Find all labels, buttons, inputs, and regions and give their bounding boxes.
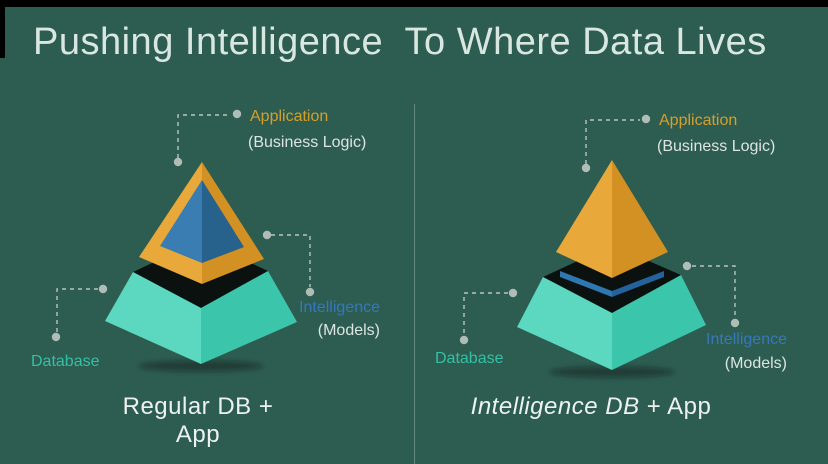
left-intelligence-sublabel: (Models) (317, 322, 380, 339)
right-application-label-dot (641, 114, 651, 124)
right-database-label: Database (435, 350, 504, 367)
right-application-left-face (556, 160, 612, 278)
right-caption: Intelligence DB + App (466, 393, 716, 421)
left-intelligence-right-face (202, 180, 244, 263)
left-intelligence-anchor-dot (262, 230, 272, 240)
right-intelligence-stripe-left (560, 271, 612, 297)
right-application-connector (585, 119, 640, 164)
right-application-sublabel: (Business Logic) (657, 138, 776, 155)
right-base-shadow (550, 366, 674, 378)
right-intelligence-sublabel: (Models) (724, 355, 787, 372)
left-intelligence-left-face (160, 180, 202, 263)
right-database-label-dot (459, 335, 469, 345)
left-connector-lines (56, 114, 311, 332)
right-application-anchor-dot (581, 163, 591, 173)
right-application-right-face (612, 160, 668, 278)
right-frustum-opening (543, 245, 681, 313)
right-caption-italic-part: Intelligence DB (470, 393, 640, 420)
left-application-label: Application (250, 108, 329, 125)
left-base-shadow (139, 360, 263, 372)
letterbox-top-bar (0, 0, 828, 7)
right-diagram (459, 114, 740, 378)
vertical-divider (414, 104, 415, 464)
right-database-left-face (517, 277, 612, 370)
left-application-connector (177, 114, 231, 158)
right-connector-lines (463, 119, 736, 335)
slide-title: Pushing Intelligence To Where Data Lives (33, 21, 767, 63)
left-application-sublabel: (Business Logic) (248, 134, 367, 151)
left-database-right-face (201, 271, 297, 364)
right-intelligence-stripe-right (612, 271, 664, 297)
left-database-label: Database (31, 353, 100, 370)
right-caption-regular-part: + App (639, 393, 712, 420)
right-intelligence-label: Intelligence (706, 331, 787, 348)
left-application-label-dot (232, 109, 242, 119)
right-database-connector (463, 292, 508, 335)
left-connector-dots (51, 109, 315, 342)
right-connector-dots (459, 114, 740, 345)
left-database-left-face (105, 272, 201, 364)
left-application-anchor-dot (173, 157, 183, 167)
right-intelligence-connector (692, 265, 736, 318)
right-database-anchor-dot (508, 288, 518, 298)
left-database-anchor-dot (98, 284, 108, 294)
left-intelligence-label: Intelligence (299, 299, 380, 316)
left-database-label-dot (51, 332, 61, 342)
right-intelligence-label-dot (730, 318, 740, 328)
left-database-connector (56, 288, 98, 332)
right-intelligence-anchor-dot (682, 261, 692, 271)
letterbox-left-bar (0, 0, 5, 58)
right-database-right-face (612, 275, 706, 370)
left-intelligence-connector (271, 234, 311, 287)
left-caption: Regular DB + App (122, 393, 274, 448)
right-application-label: Application (659, 112, 738, 129)
left-intelligence-label-dot (305, 287, 315, 297)
left-diagram (51, 109, 315, 372)
